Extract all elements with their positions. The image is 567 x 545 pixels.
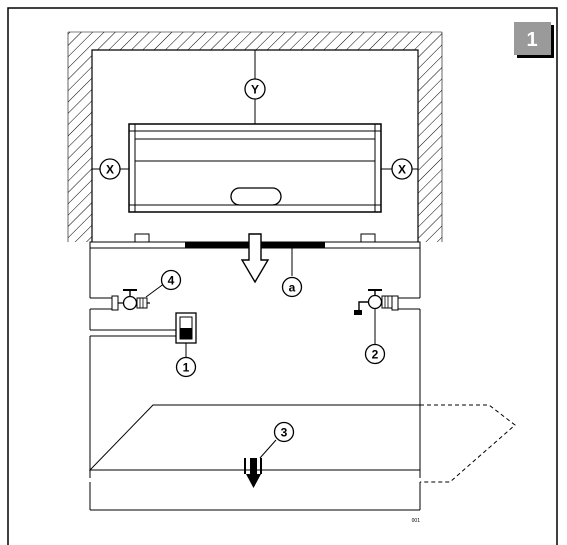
label-1: 1	[183, 361, 190, 375]
label-3: 3	[281, 426, 288, 440]
switch-icon	[175, 312, 197, 344]
dimension-x-right: X	[381, 158, 418, 180]
wall-hatch-icon	[67, 31, 443, 242]
reference-code: 001	[412, 518, 421, 524]
callout-1: 1	[175, 343, 197, 378]
callout-2: 2	[364, 309, 386, 365]
label-x-left: X	[106, 163, 114, 177]
dimension-x-left: X	[92, 158, 129, 180]
appliance-unit	[128, 123, 382, 213]
ground-symbol-icon	[244, 458, 262, 488]
down-arrow-icon	[240, 233, 270, 284]
dimension-y: Y	[244, 50, 266, 124]
outer-frame	[7, 7, 558, 545]
page-badge-label: 1	[526, 29, 537, 51]
callout-a: a	[281, 248, 303, 298]
label-y: Y	[251, 83, 259, 97]
valve-icon-right	[354, 289, 399, 315]
label-x-right: X	[398, 163, 406, 177]
callout-4: 4	[145, 269, 182, 298]
page-badge: 1	[514, 22, 554, 58]
label-2: 2	[372, 348, 379, 362]
valve-icon-left	[111, 289, 150, 311]
label-a: a	[289, 281, 296, 295]
open-door	[88, 404, 516, 483]
label-4: 4	[168, 274, 175, 288]
callout-3: 3	[259, 421, 295, 459]
